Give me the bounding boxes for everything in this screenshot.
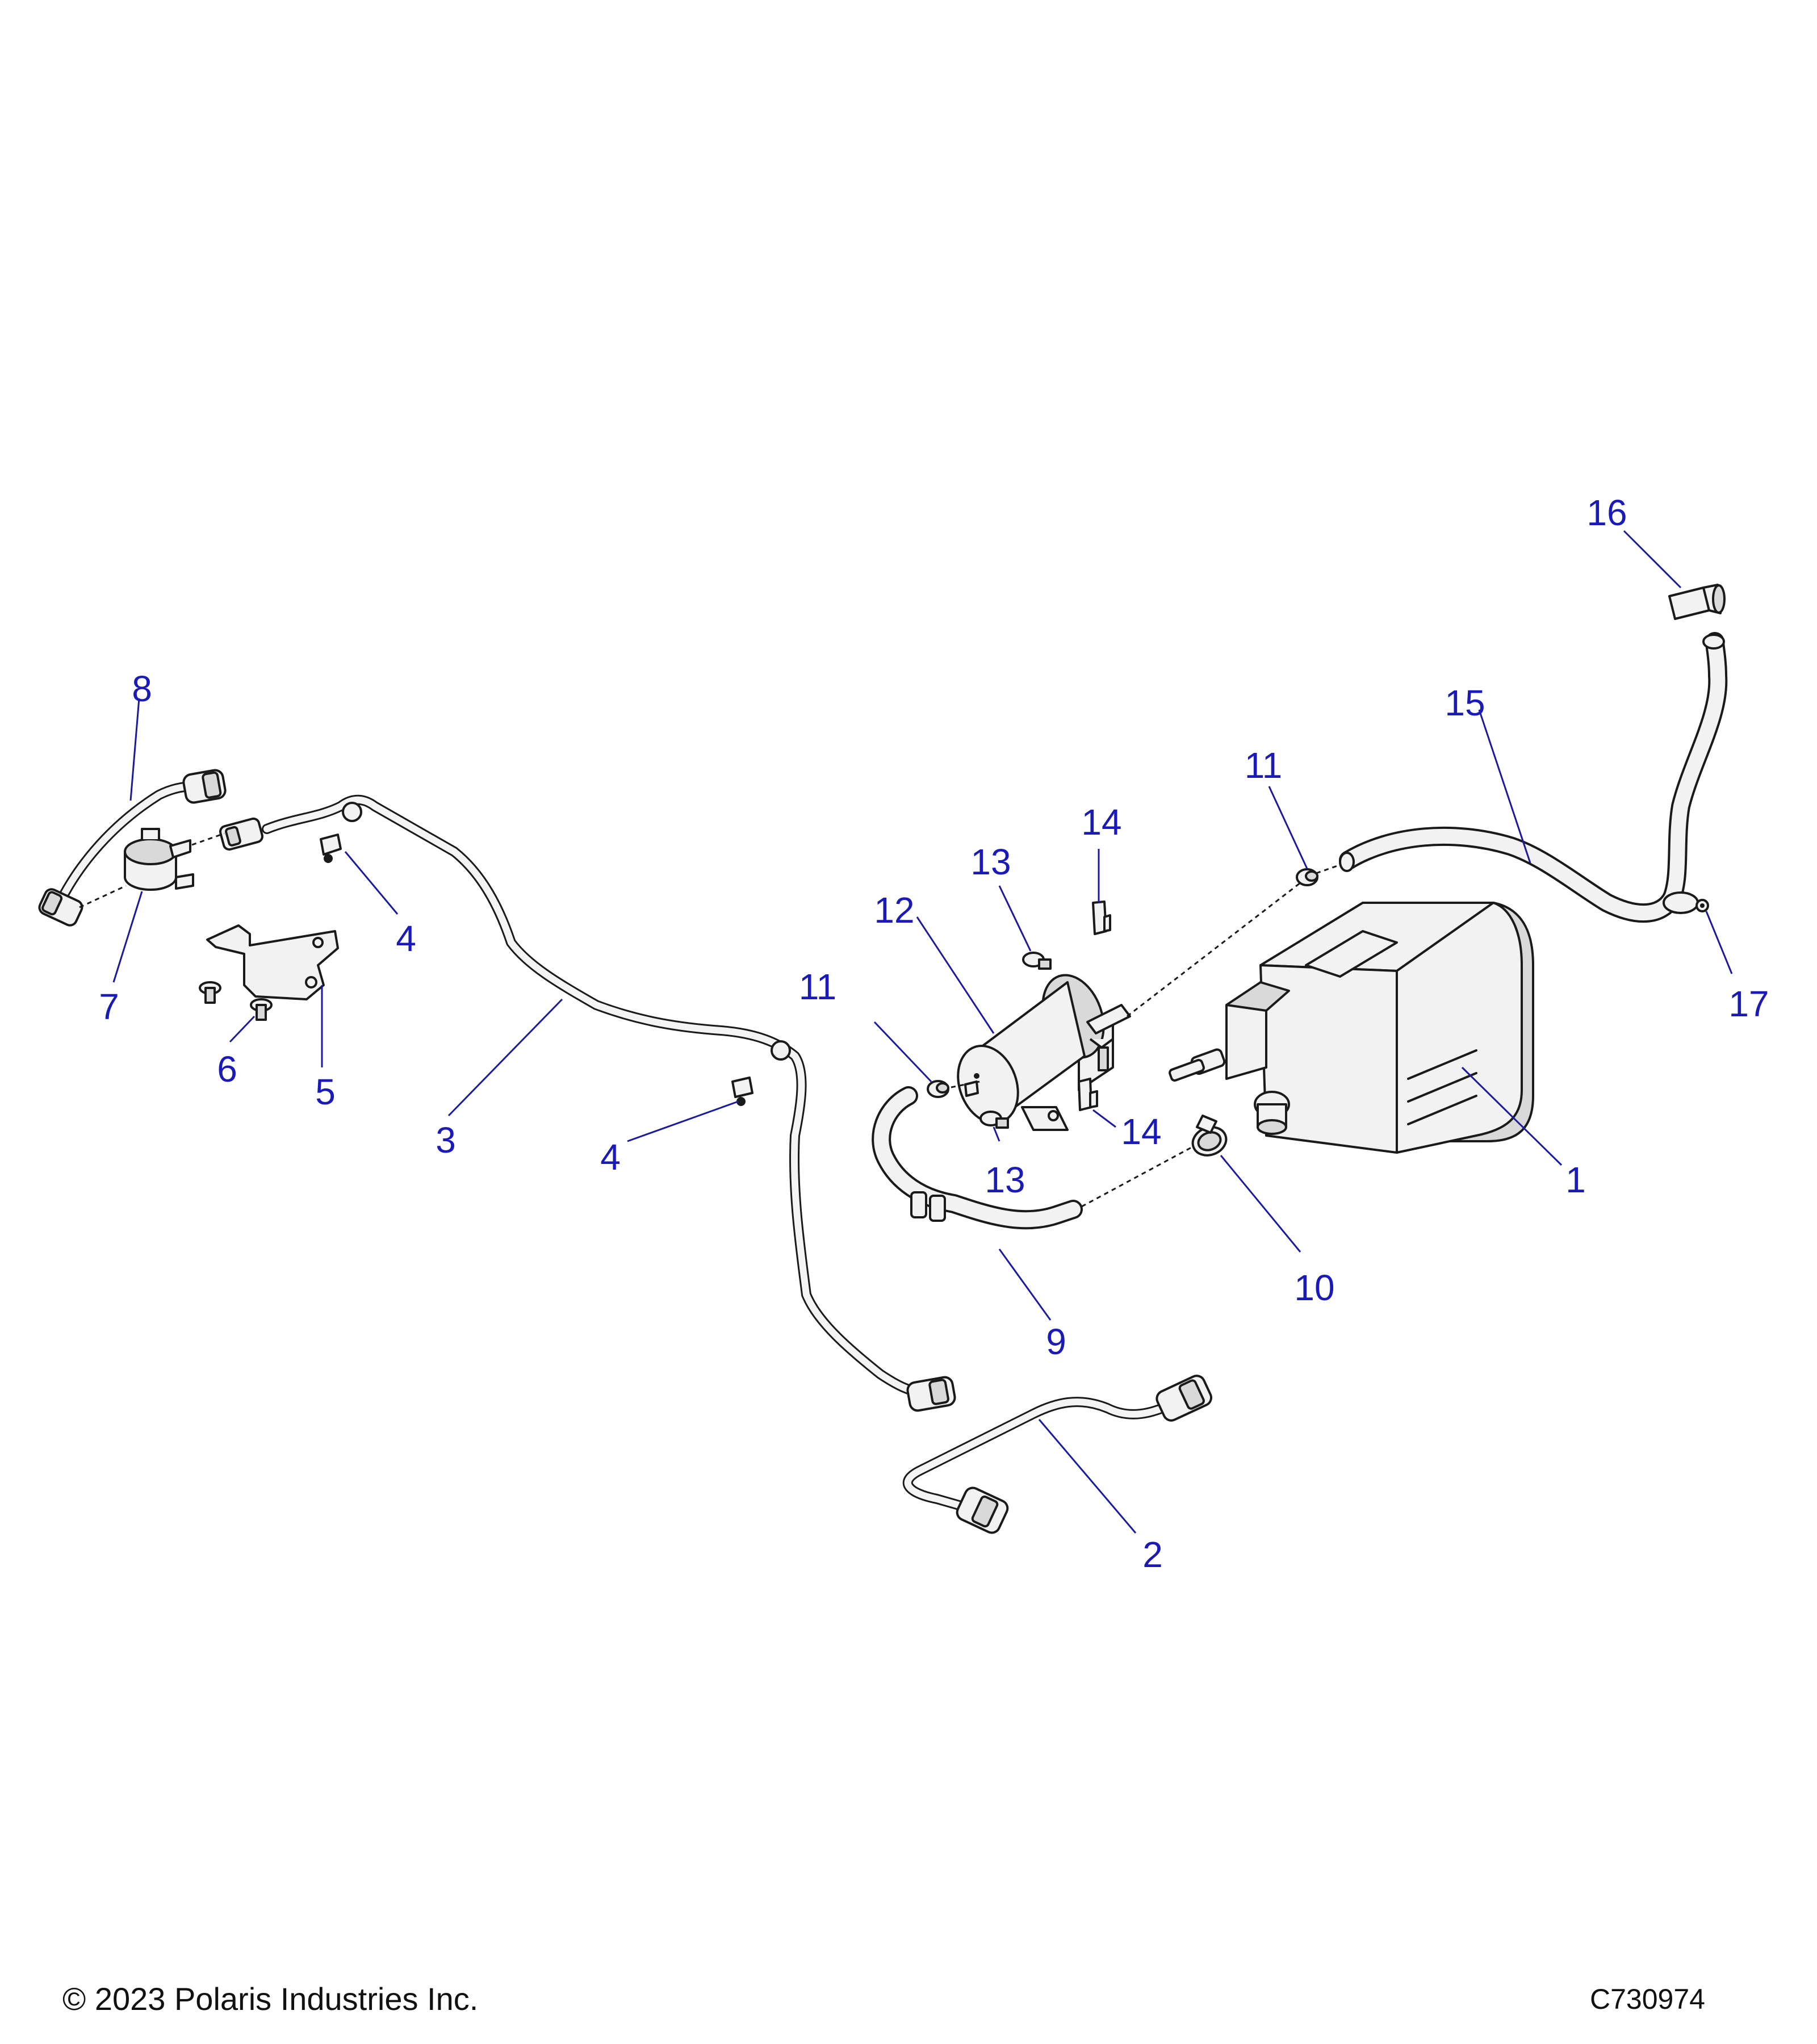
callout-4-lower: 4 (600, 1137, 621, 1178)
callout-17: 17 (1728, 983, 1769, 1024)
callout-13-upper: 13 (970, 841, 1011, 882)
callout-8: 8 (132, 668, 152, 709)
part-14-nut-a (1092, 900, 1111, 935)
callout-2: 2 (1142, 1534, 1163, 1575)
part-10-clamp (1191, 1115, 1228, 1157)
callout-3: 3 (436, 1120, 456, 1161)
callout-5: 5 (315, 1071, 336, 1112)
copyright-notice: © 2023 Polaris Industries Inc. (62, 1981, 479, 2017)
leader-lines (112, 530, 1733, 1534)
part-4-clip-upper (320, 833, 342, 863)
part-13-screw-b (979, 1111, 1009, 1129)
callout-11-upper: 11 (1245, 745, 1282, 786)
part-8-short-hose (38, 769, 227, 927)
part-2-fuel-line (902, 1375, 1213, 1534)
callout-13-lower: 13 (985, 1159, 1025, 1200)
callout-labels: 1 2 3 4 4 5 6 7 8 9 10 11 11 12 13 13 14… (99, 492, 1769, 1575)
part-1-charcoal-canister (1169, 902, 1534, 1154)
callout-16: 16 (1586, 492, 1627, 533)
callout-7: 7 (99, 986, 119, 1027)
part-3-vapor-tube (219, 794, 956, 1412)
callout-12: 12 (874, 890, 914, 931)
callout-11-lower: 11 (799, 966, 836, 1007)
part-5-bracket (206, 924, 339, 1000)
callout-15: 15 (1445, 682, 1485, 723)
part-6-screw-a (199, 981, 221, 1004)
part-9-hose (872, 1080, 1193, 1230)
callout-4-upper: 4 (396, 918, 416, 959)
part-13-screw-a (1022, 952, 1052, 970)
part-11-clamp-upper (1296, 868, 1318, 886)
part-15-vent-hose (1127, 632, 1728, 1017)
part-4-clip-lower (731, 1077, 753, 1106)
figure-id: C730974 (1590, 1983, 1705, 2015)
part-17-clip (1695, 899, 1709, 912)
part-12-purge-valve (957, 974, 1131, 1131)
callout-14-upper: 14 (1081, 802, 1121, 843)
callout-10: 10 (1294, 1267, 1334, 1308)
part-6-screw-b (250, 998, 273, 1021)
part-7-rollover-valve (79, 828, 225, 908)
part-11-clamp-lower (927, 1080, 949, 1098)
part-14-nut-b (1078, 1078, 1098, 1111)
callout-14-lower: 14 (1121, 1111, 1161, 1152)
part-16-elbow-connector (1668, 584, 1726, 620)
callout-1: 1 (1565, 1159, 1586, 1200)
callout-9: 9 (1046, 1321, 1066, 1362)
callout-6: 6 (217, 1049, 237, 1090)
